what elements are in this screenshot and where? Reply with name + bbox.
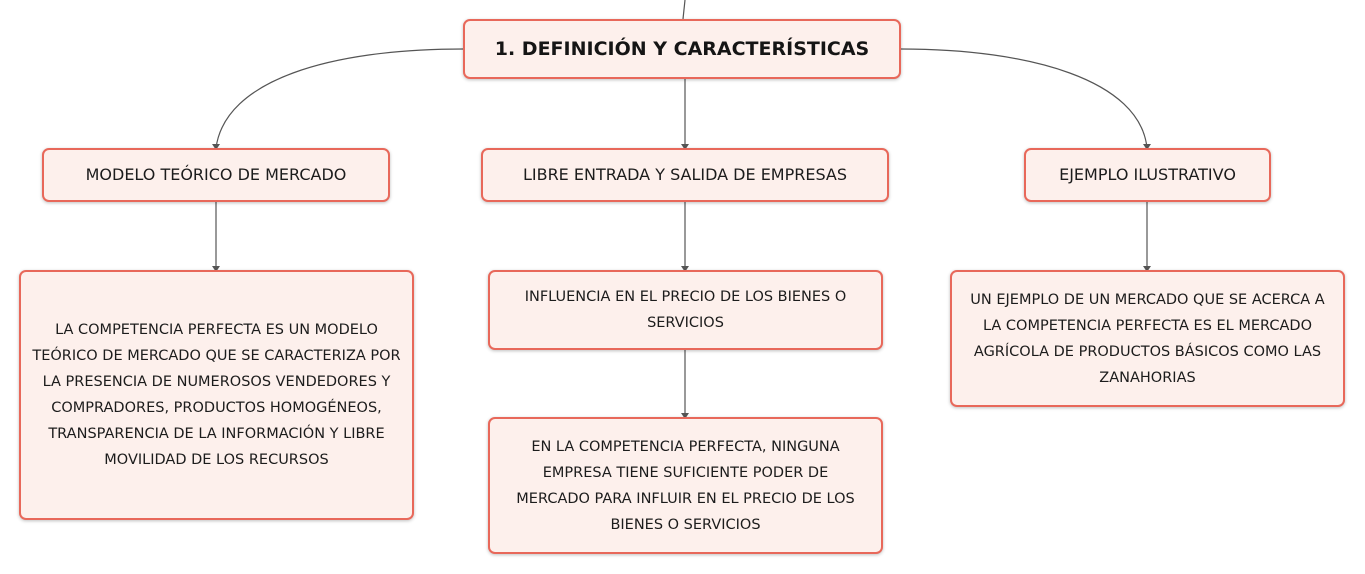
- branch-node-ejemplo-ilustrativo[interactable]: EJEMPLO ILUSTRATIVO: [1024, 148, 1271, 202]
- leaf-node-text: LA COMPETENCIA PERFECTA ES UN MODELO TEÓ…: [32, 322, 401, 468]
- arrowhead-branch-1: [212, 144, 220, 150]
- arrowhead-leaf-3: [1143, 266, 1151, 272]
- leaf-node-influencia-precio[interactable]: INFLUENCIA EN EL PRECIO DE LOS BIENES O …: [488, 270, 883, 350]
- arrowhead-leaf-1: [212, 266, 220, 272]
- root-node[interactable]: 1. DEFINICIÓN Y CARACTERÍSTICAS: [463, 19, 901, 79]
- leaf-node-ejemplo-zanahorias[interactable]: UN EJEMPLO DE UN MERCADO QUE SE ACERCA A…: [950, 270, 1345, 407]
- arrowhead-branch-3: [1143, 144, 1151, 150]
- branch-node-label: LIBRE ENTRADA Y SALIDA DE EMPRESAS: [522, 165, 848, 184]
- arrowhead-branch-2-child-2: [681, 413, 689, 419]
- leaf-node-poder-mercado[interactable]: EN LA COMPETENCIA PERFECTA, NINGUNA EMPR…: [488, 417, 883, 554]
- leaf-node-modelo-description[interactable]: LA COMPETENCIA PERFECTA ES UN MODELO TEÓ…: [19, 270, 414, 520]
- branch-node-label: MODELO TEÓRICO DE MERCADO: [85, 165, 347, 184]
- branch-node-label: EJEMPLO ILUSTRATIVO: [1059, 165, 1236, 184]
- connector-root-branch-3: [900, 48, 1148, 149]
- leaf-node-text: EN LA COMPETENCIA PERFECTA, NINGUNA EMPR…: [516, 438, 855, 533]
- root-node-label: 1. DEFINICIÓN Y CARACTERÍSTICAS: [494, 38, 870, 60]
- leaf-node-text: INFLUENCIA EN EL PRECIO DE LOS BIENES O …: [524, 289, 847, 331]
- leaf-node-text: UN EJEMPLO DE UN MERCADO QUE SE ACERCA A…: [970, 291, 1325, 386]
- arrowhead-branch-2: [681, 144, 689, 150]
- branch-node-libre-entrada[interactable]: LIBRE ENTRADA Y SALIDA DE EMPRESAS: [481, 148, 889, 202]
- connector-root-branch-1: [215, 48, 464, 149]
- arrowhead-branch-2-child-1: [681, 266, 689, 272]
- branch-node-modelo-teorico[interactable]: MODELO TEÓRICO DE MERCADO: [42, 148, 390, 202]
- connector-parent-root: [682, 0, 686, 20]
